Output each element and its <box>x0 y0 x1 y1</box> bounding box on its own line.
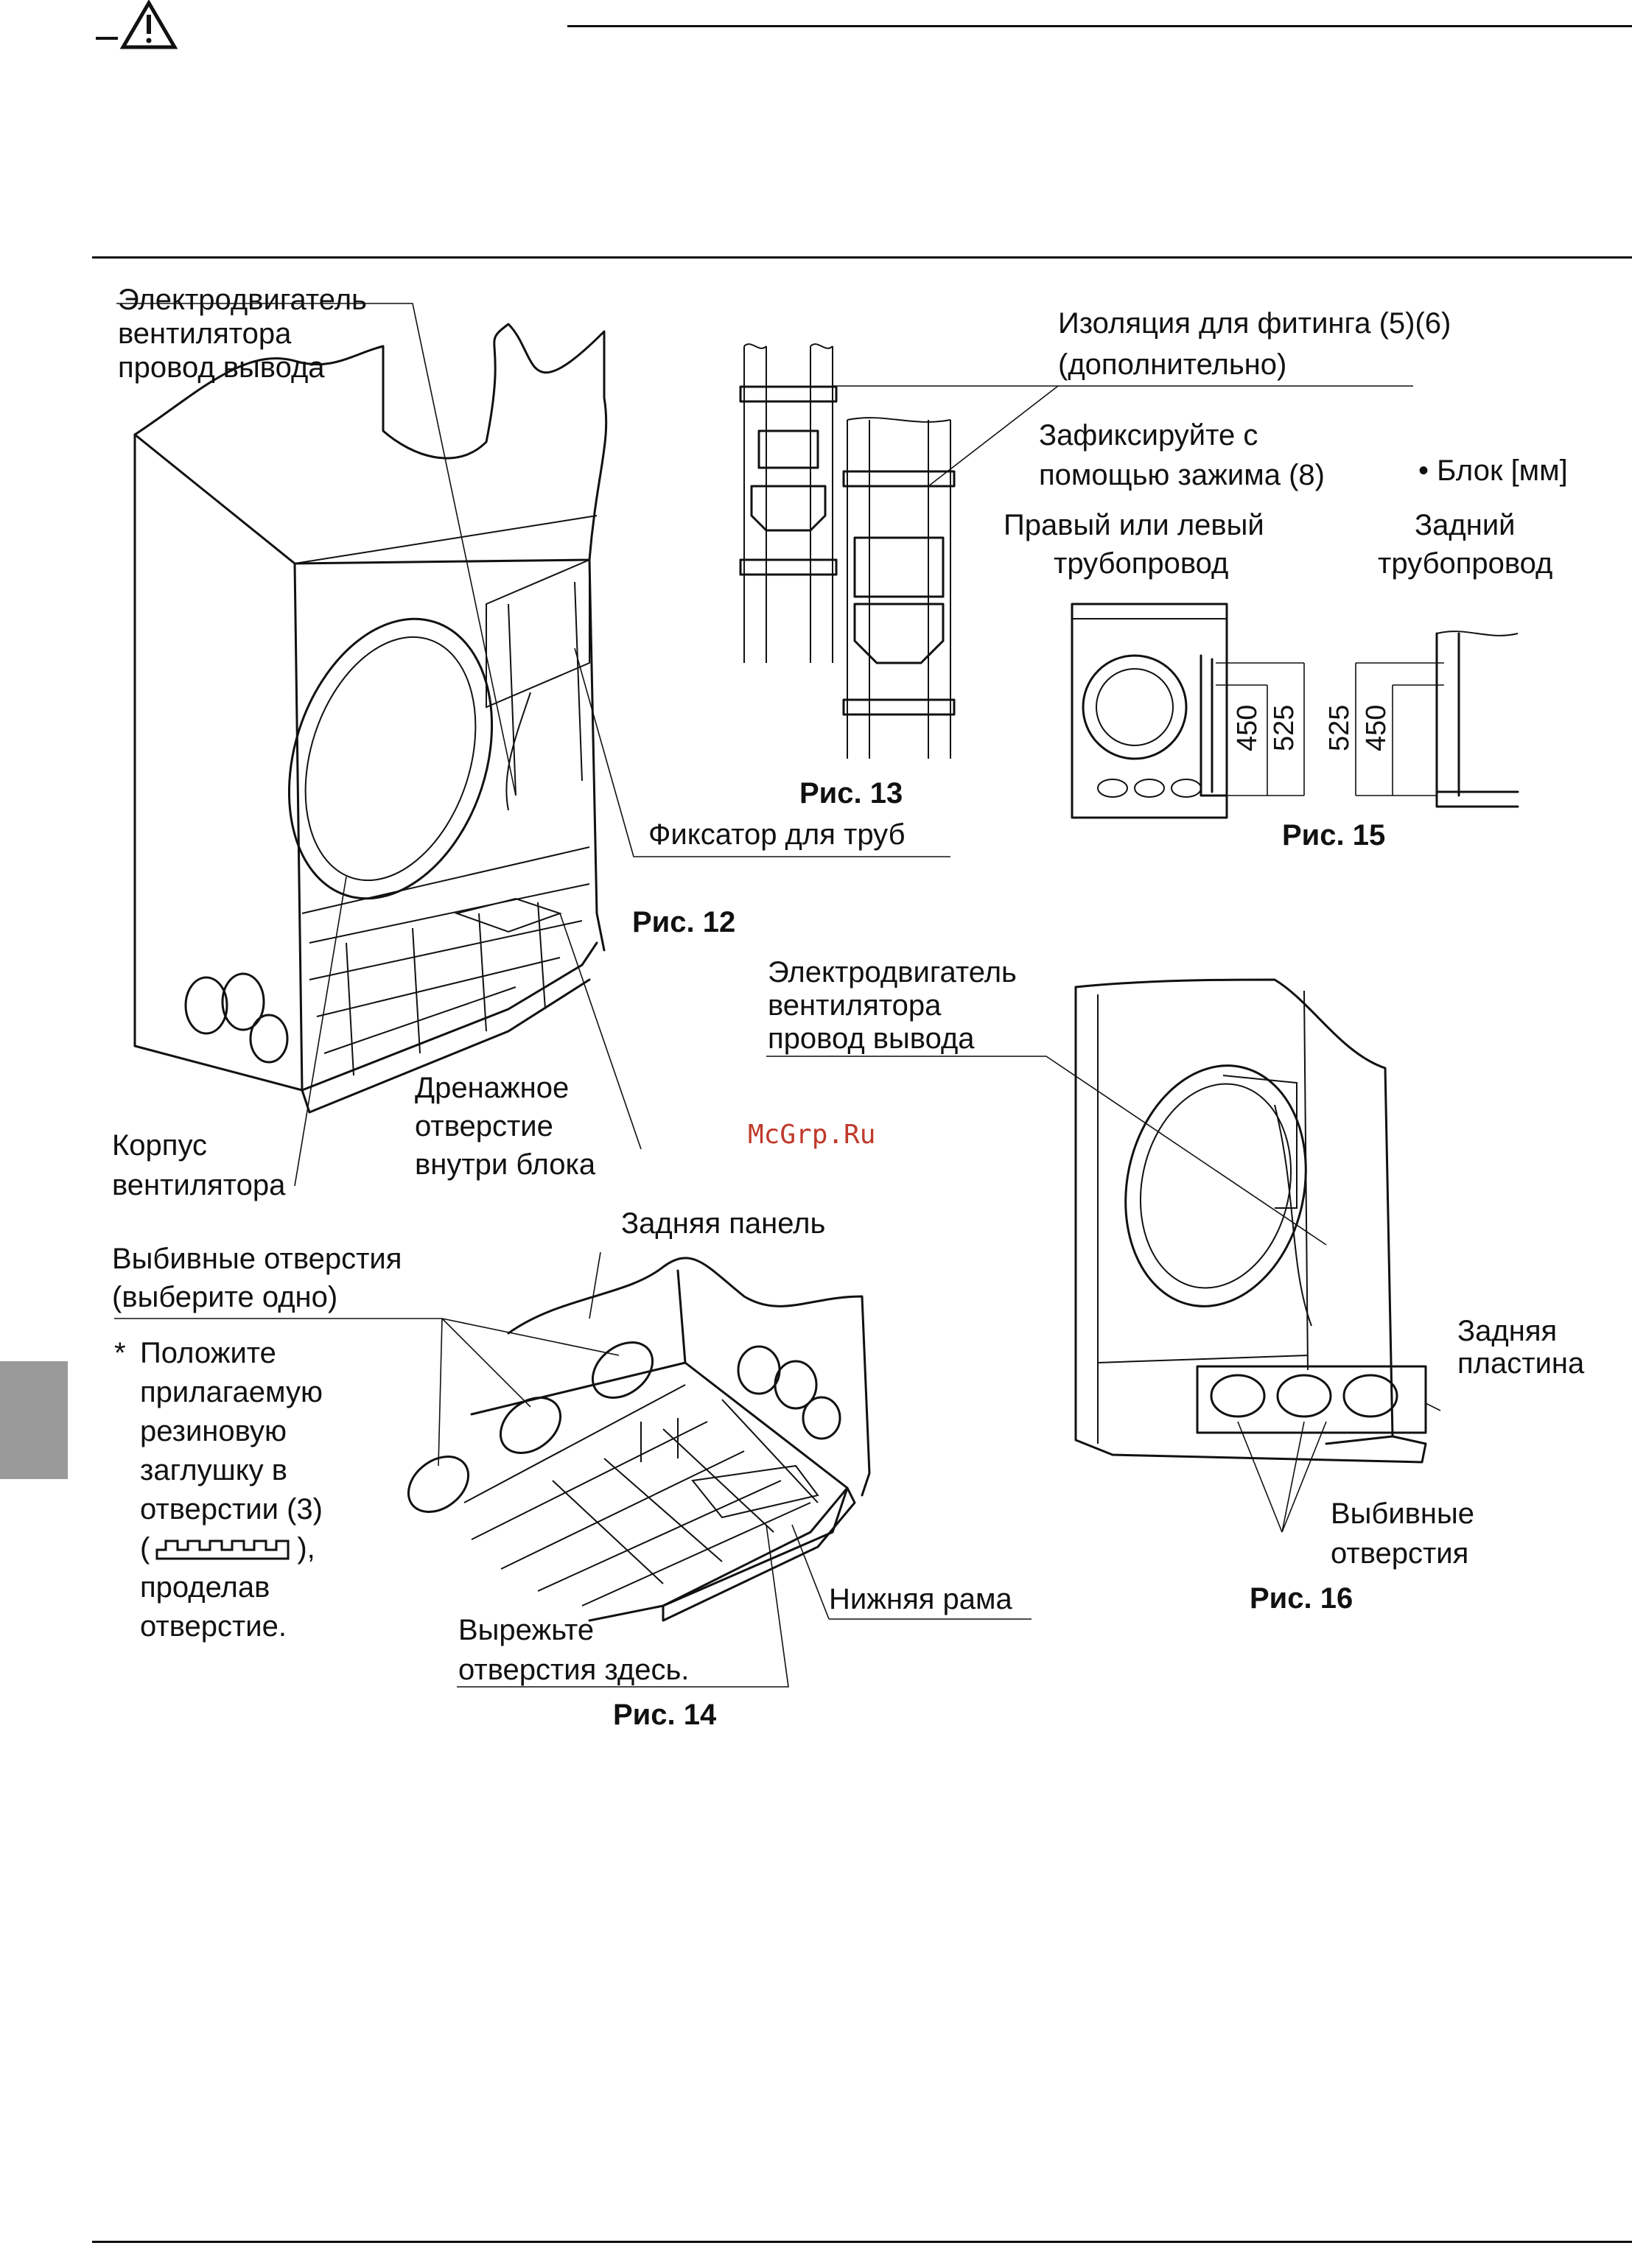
fig16-rear-plate-label-1: Задняя <box>1457 1315 1558 1347</box>
fig12-drain-label-1: Дренажное <box>415 1072 570 1104</box>
fig14-knockouts-label-1: Выбивные отверстия <box>112 1243 402 1275</box>
fig14-base-drawing <box>407 1257 871 1622</box>
fig13-insulation-label-1: Изоляция для фитинга (5)(6) <box>1058 307 1451 340</box>
fig15-dimension-drawing <box>1071 603 1519 819</box>
fig16-caption: Рис. 16 <box>1250 1582 1353 1615</box>
fig16-motor-lead-label-2: вентилятора <box>768 989 942 1022</box>
leader-lines <box>114 303 1441 1688</box>
fig14-note-tail-2: отверстие. <box>140 1610 287 1643</box>
fig12-motor-lead-label-1: Электродвигатель <box>118 284 367 316</box>
warning-dash <box>96 37 118 40</box>
fig12-caption: Рис. 12 <box>632 906 736 938</box>
dim-525-side: 525 <box>1269 705 1300 751</box>
fig12-unit-drawing <box>133 323 608 1114</box>
dim-525-rear: 525 <box>1324 705 1355 751</box>
footer-rule <box>92 2241 1632 2243</box>
fig14-bottom-frame-label: Нижняя рама <box>829 1583 1012 1615</box>
watermark: McGrp.Ru <box>748 1120 876 1150</box>
fig12-drain-label-2: отверстие <box>415 1110 553 1142</box>
fig13-clamp-label-1: Зафиксируйте с <box>1039 419 1258 452</box>
fig13-insulation-label-2: (дополнительно) <box>1058 348 1287 381</box>
fig13-caption: Рис. 13 <box>799 777 903 810</box>
fig14-rear-panel-label: Задняя панель <box>621 1207 826 1240</box>
fig15-unit-note: • Блок [мм] <box>1418 454 1568 487</box>
fig15-rear-piping-label-2: трубопровод <box>1378 547 1553 580</box>
fig14-knockouts-label-2: (выберите одно) <box>112 1281 338 1313</box>
fig15-caption: Рис. 15 <box>1282 819 1386 852</box>
fig14-note-line-5: отверстии (3) <box>140 1493 323 1526</box>
fig14-note-plug-line: (), <box>140 1530 315 1567</box>
fig12-drain-label-3: внутри блока <box>415 1148 596 1181</box>
fig12-motor-lead-label-3: провод вывода <box>118 351 325 384</box>
fig14-cut-here-label-1: Вырежьте <box>458 1614 595 1646</box>
fig12-motor-lead-label-2: вентилятора <box>118 317 292 350</box>
fig14-note-tail-1: проделав <box>140 1571 270 1604</box>
fig14-cut-here-label-2: отверстия здесь. <box>458 1654 690 1686</box>
fig12-fan-housing-label-1: Корпус <box>112 1129 208 1162</box>
fig12-fan-housing-label-2: вентилятора <box>112 1169 286 1201</box>
fig15-rear-piping-label-1: Задний <box>1415 509 1516 541</box>
fig16-unit-drawing <box>1074 978 1427 1464</box>
fig13-pipe-drawing <box>739 343 956 759</box>
rubber-plug-icon <box>155 1539 290 1560</box>
fig15-side-piping-label-2: трубопровод <box>1054 547 1229 580</box>
page-edge-tab <box>0 1361 68 1479</box>
fig16-knockouts-label-1: Выбивные <box>1331 1498 1475 1530</box>
fig16-knockouts-label-2: отверстия <box>1331 1537 1469 1570</box>
header-rule <box>567 25 1632 27</box>
fig14-note-line-3: резиновую <box>140 1415 287 1447</box>
section-rule <box>92 256 1632 259</box>
fig14-note-line-1: Положите <box>140 1337 276 1369</box>
fig14-note-star: * <box>114 1337 126 1369</box>
fig16-motor-lead-label-3: провод вывода <box>768 1022 975 1055</box>
fig13-clamp-label-2: помощью зажима (8) <box>1039 459 1325 491</box>
fig14-note-line-4: заглушку в <box>140 1454 288 1486</box>
fig15-side-piping-label-1: Правый или левый <box>1004 509 1264 541</box>
dim-450-rear: 450 <box>1361 705 1392 751</box>
fig16-rear-plate-label-2: пластина <box>1457 1347 1585 1380</box>
fig16-motor-lead-label-1: Электродвигатель <box>768 956 1017 989</box>
dim-450-side: 450 <box>1232 705 1263 751</box>
fig14-note-line-2: прилагаемую <box>140 1376 323 1408</box>
fig12-pipe-fixer-label: Фиксатор для труб <box>648 818 906 851</box>
fig15-dim-numbers: 450 525 525 450 <box>1232 705 1392 751</box>
fig14-caption: Рис. 14 <box>613 1699 717 1731</box>
